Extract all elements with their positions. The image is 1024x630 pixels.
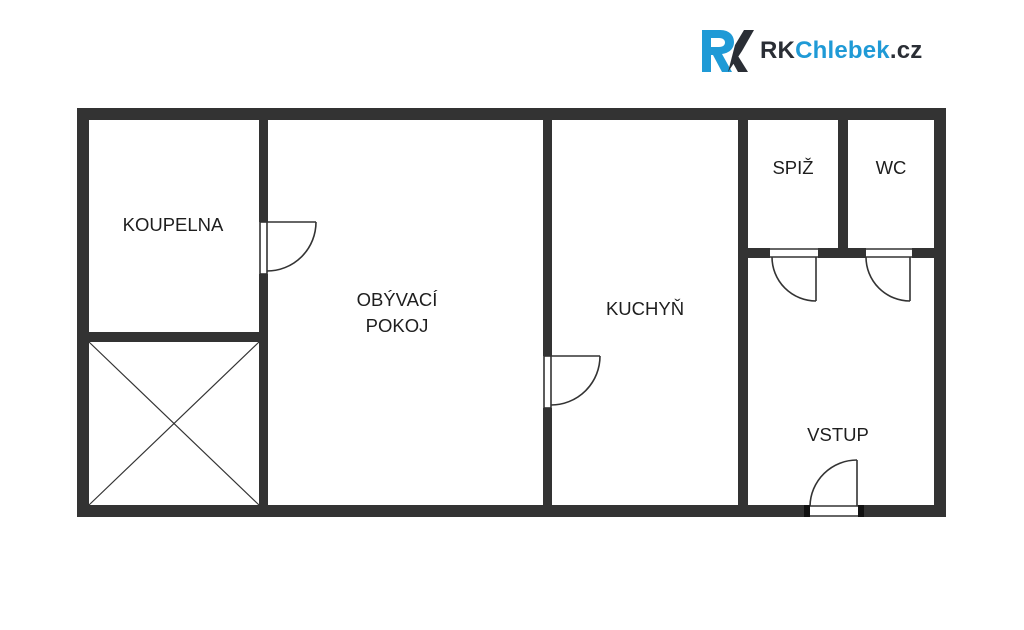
vstup-frame-left xyxy=(804,505,810,517)
room-label-obyvaci-line2: POKOJ xyxy=(366,315,429,336)
brand-name-suffix: .cz xyxy=(889,37,923,64)
logo-k-lower xyxy=(733,56,748,72)
door-spiz xyxy=(770,248,818,302)
outer-wall-left xyxy=(77,108,89,517)
door-kuchyn xyxy=(543,355,601,409)
brand-name-prefix: RK xyxy=(760,37,796,64)
wall-spiz-wc-bottom xyxy=(748,248,934,258)
wall-kuchyn-vstup xyxy=(738,120,748,505)
room-label-koupelna: KOUPELNA xyxy=(123,214,224,235)
walls xyxy=(77,108,946,517)
wall-obyvaci-kuchyn xyxy=(543,120,552,505)
door-koupelna xyxy=(259,221,317,275)
door-vstup xyxy=(808,459,860,517)
doors xyxy=(259,221,912,517)
room-label-wc: WC xyxy=(876,157,907,178)
brand-name: RKChlebek.cz xyxy=(760,36,922,66)
outer-wall-right xyxy=(934,108,946,517)
vstup-frame-right xyxy=(858,505,864,517)
brand-name-main: Chlebek xyxy=(795,37,890,64)
room-label-spiz: SPIŽ xyxy=(772,157,813,178)
room-label-kuchyn: KUCHYŇ xyxy=(606,298,684,319)
wall-koupelna-shaft xyxy=(89,332,259,342)
room-label-vstup: VSTUP xyxy=(807,424,869,445)
room-label-obyvaci-line1: OBÝVACÍ xyxy=(357,289,439,310)
wall-koupelna-obyvaci xyxy=(259,120,268,505)
outer-wall-top xyxy=(77,108,946,120)
shaft-cross xyxy=(88,341,260,506)
door-gaps xyxy=(258,222,912,518)
brand-logo: RKChlebek.cz xyxy=(698,26,958,76)
door-wc xyxy=(865,248,912,302)
outer-wall-bottom xyxy=(77,505,946,517)
rk-logo-mark-icon xyxy=(702,30,754,72)
wall-spiz-wc xyxy=(838,120,848,248)
logo-r-shape xyxy=(702,30,734,72)
